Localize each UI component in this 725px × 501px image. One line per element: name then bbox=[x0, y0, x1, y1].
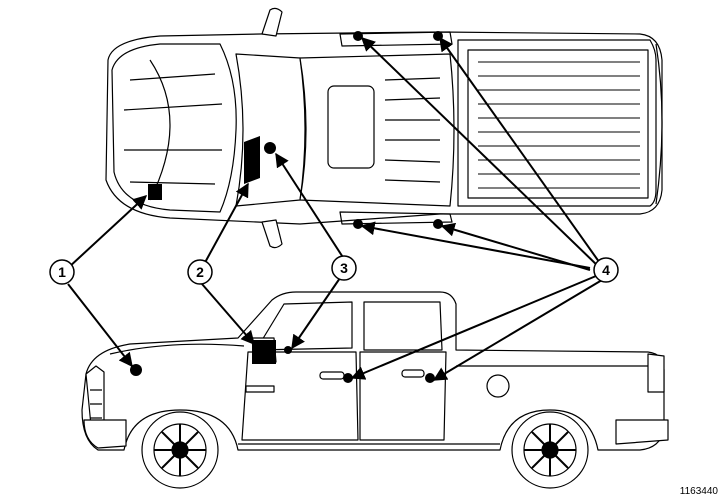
label-3-side bbox=[284, 346, 292, 354]
top-mirror-upper bbox=[261, 7, 283, 37]
side-fuel-door bbox=[486, 374, 510, 398]
leader-4-a bbox=[360, 37, 601, 269]
top-label-markers bbox=[148, 31, 443, 229]
top-sunroof bbox=[327, 85, 375, 169]
callout-3: 3 bbox=[331, 255, 357, 281]
callout-2-number: 2 bbox=[196, 264, 204, 280]
leader-4-e bbox=[350, 275, 597, 380]
top-mirror-lower bbox=[261, 219, 283, 249]
leader-4-d bbox=[440, 222, 591, 271]
label-1-top bbox=[148, 184, 162, 200]
callout-2: 2 bbox=[187, 259, 213, 285]
callout-4: 4 bbox=[593, 257, 619, 283]
side-label-markers bbox=[130, 340, 435, 383]
leader-3-side bbox=[291, 277, 341, 350]
callout-1: 1 bbox=[49, 259, 75, 285]
truck-side-view bbox=[81, 291, 669, 489]
label-4-side-a bbox=[343, 373, 353, 383]
leader-2-side bbox=[201, 283, 255, 346]
label-2-side bbox=[252, 340, 276, 364]
leader-1-top bbox=[67, 195, 148, 269]
leader-4-c bbox=[360, 221, 591, 269]
label-4-top-d bbox=[433, 219, 443, 229]
side-front-window bbox=[255, 301, 353, 351]
label-3-top bbox=[264, 142, 276, 154]
callout-3-number: 3 bbox=[340, 260, 348, 276]
label-1-side bbox=[130, 364, 142, 376]
side-body-outline bbox=[81, 291, 665, 451]
document-id: 1163440 bbox=[680, 486, 719, 497]
truck-top-view bbox=[105, 7, 663, 249]
side-rear-door bbox=[359, 351, 447, 441]
label-2-top bbox=[244, 136, 260, 184]
leader-lines bbox=[67, 36, 603, 381]
side-front-door bbox=[241, 351, 359, 441]
label-4-top-a bbox=[353, 31, 363, 41]
top-cab-roof bbox=[299, 53, 455, 207]
leader-1-side bbox=[67, 283, 133, 368]
label-4-top-c bbox=[353, 219, 363, 229]
leader-2-top bbox=[201, 182, 249, 269]
callout-1-number: 1 bbox=[58, 264, 66, 280]
leader-4-b bbox=[439, 36, 603, 267]
leader-4-f bbox=[432, 279, 603, 381]
label-4-side-b bbox=[425, 373, 435, 383]
side-front-bumper bbox=[83, 419, 127, 449]
front-wheel bbox=[141, 411, 219, 489]
side-rear-window bbox=[363, 301, 443, 351]
callout-4-number: 4 bbox=[602, 262, 610, 278]
leader-3-top bbox=[275, 152, 347, 263]
top-hood bbox=[111, 43, 237, 213]
rear-wheel bbox=[511, 411, 589, 489]
